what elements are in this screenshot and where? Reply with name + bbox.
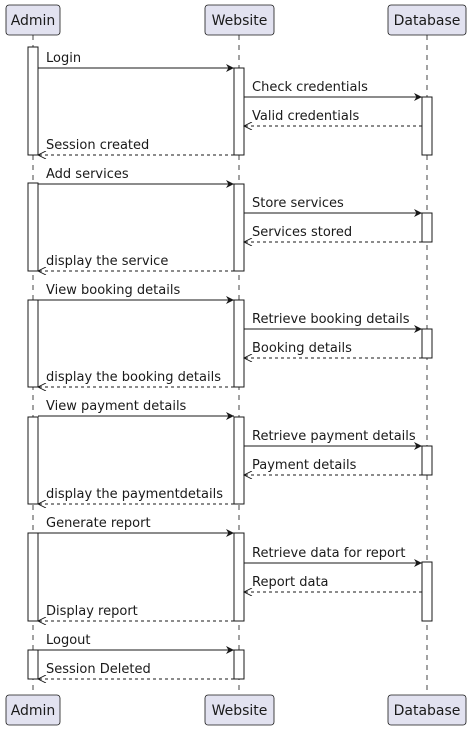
activation-bar-database — [421, 561, 433, 622]
participant-box — [204, 4, 275, 36]
message-8: display the service — [38, 254, 234, 271]
message-2: Check credentials — [244, 80, 422, 101]
activation-bar-website — [233, 416, 245, 505]
message-9: View booking details — [38, 283, 234, 304]
participant-website-bottom: Website — [204, 694, 275, 726]
activation-bar-website — [233, 183, 245, 272]
message-label: Retrieve data for report — [252, 546, 405, 561]
message-3: Valid credentials — [244, 109, 422, 126]
participants-top: Admin Website Database — [5, 4, 467, 36]
participant-label: Database — [394, 13, 461, 29]
message-12: display the booking details — [38, 370, 234, 387]
activation-bar-database — [421, 96, 433, 156]
message-label: Session created — [46, 138, 149, 153]
message-label: Report data — [252, 575, 329, 590]
message-label: View payment details — [46, 399, 187, 414]
message-10: Retrieve booking details — [244, 312, 422, 333]
participant-admin-bottom: Admin — [5, 694, 61, 726]
message-label: Store services — [252, 196, 344, 211]
message-19: Report data — [244, 575, 422, 592]
activation-bar-admin — [27, 46, 39, 156]
participant-database-top: Database — [387, 4, 467, 36]
participant-website-top: Website — [204, 4, 275, 36]
message-20: Display report — [38, 604, 234, 621]
message-label: display the service — [46, 254, 168, 269]
activation-bars — [27, 46, 433, 680]
message-label: Retrieve booking details — [252, 312, 410, 327]
participant-label: Admin — [11, 13, 56, 29]
activation-bar-admin — [27, 299, 39, 388]
message-22: Session Deleted — [38, 662, 234, 679]
message-label: Add services — [46, 167, 129, 182]
lifelines — [32, 35, 428, 695]
message-11: Booking details — [244, 341, 422, 358]
message-label: Booking details — [252, 341, 352, 356]
message-label: Retrieve payment details — [252, 429, 416, 444]
message-4: Session created — [38, 138, 234, 155]
message-label: Payment details — [252, 458, 357, 473]
message-16: display the paymentdetails — [38, 487, 234, 504]
message-13: View payment details — [38, 399, 234, 420]
message-label: display the paymentdetails — [46, 487, 223, 502]
message-15: Payment details — [244, 458, 422, 475]
participant-box — [204, 694, 275, 726]
activation-bar-admin — [27, 182, 39, 272]
participant-database-bottom: Database — [387, 694, 467, 726]
activation-bar-website — [233, 299, 245, 388]
activation-bar-website — [233, 67, 245, 156]
activation-bar-admin — [27, 416, 39, 505]
participant-label: Website — [212, 13, 268, 29]
activation-bar-admin — [27, 532, 39, 622]
message-7: Services stored — [244, 225, 422, 242]
message-label: Valid credentials — [252, 109, 359, 124]
message-label: Services stored — [252, 225, 352, 240]
message-17: Generate report — [38, 516, 234, 537]
participant-label: Website — [212, 703, 268, 719]
message-label: Generate report — [46, 516, 151, 531]
message-5: Add services — [38, 167, 234, 188]
message-18: Retrieve data for report — [244, 546, 422, 567]
message-label: View booking details — [46, 283, 180, 298]
activation-bar-database — [421, 212, 433, 243]
activation-bar-admin — [27, 649, 39, 680]
activation-bar-website — [233, 649, 245, 680]
activation-bar-website — [233, 532, 245, 622]
participant-box — [5, 694, 61, 726]
participant-label: Admin — [11, 703, 56, 719]
participant-box — [5, 4, 61, 36]
message-6: Store services — [244, 196, 422, 217]
message-label: Login — [46, 51, 81, 66]
participant-box — [387, 4, 467, 36]
activation-bar-database — [421, 328, 433, 359]
message-14: Retrieve payment details — [244, 429, 422, 450]
message-label: Session Deleted — [46, 662, 151, 677]
participants-bottom: Admin Website Database — [5, 694, 467, 726]
participant-label: Database — [394, 703, 461, 719]
participant-admin-top: Admin — [5, 4, 61, 36]
message-1: Login — [38, 51, 234, 72]
activation-bar-database — [421, 445, 433, 476]
message-label: display the booking details — [46, 370, 221, 385]
message-21: Logout — [38, 633, 234, 654]
participant-box — [387, 694, 467, 726]
message-label: Logout — [46, 633, 91, 648]
message-label: Check credentials — [252, 80, 368, 95]
message-label: Display report — [46, 604, 138, 619]
